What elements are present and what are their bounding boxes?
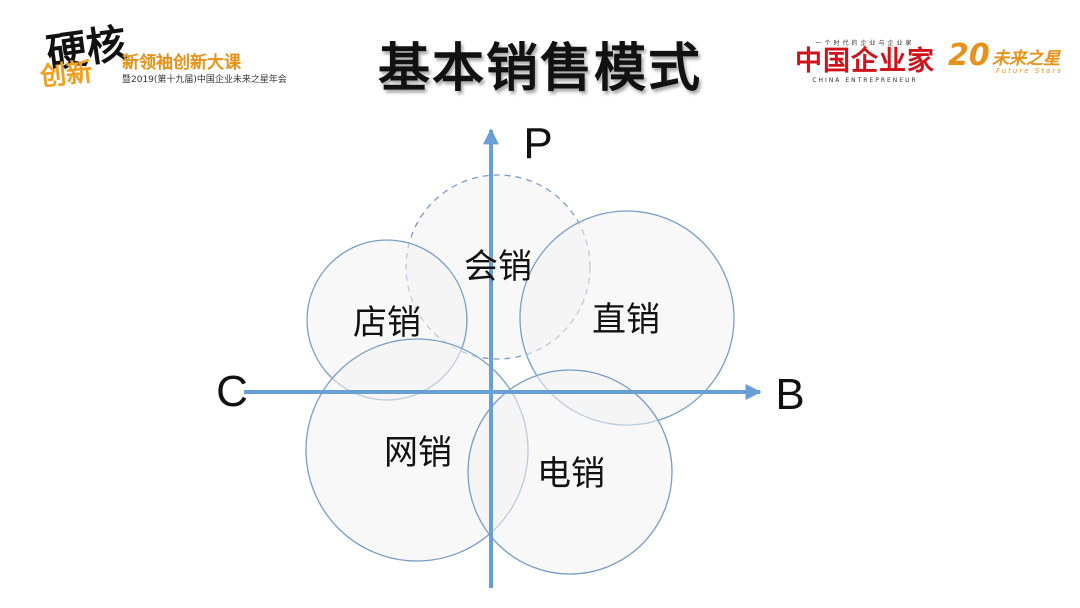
- logo-ce-tagline: 一个时代的企业与企业家: [815, 40, 915, 47]
- axis-label-left: C: [216, 367, 248, 416]
- logo-fs-number: 20: [948, 38, 990, 73]
- logo-ce-name: 中国企业家: [795, 46, 935, 77]
- zone-circle-phone-sales: [467, 369, 673, 575]
- logo-fs-english: Future Stars: [996, 67, 1063, 75]
- slide-title: 基本销售模式: [377, 39, 702, 99]
- zone-label-store-sales: 店销: [353, 303, 421, 343]
- axis-label-right: B: [775, 370, 804, 419]
- logo-china-entrepreneur: 一个时代的企业与企业家 中国企业家 CHINA ENTREPRENEUR: [790, 38, 940, 88]
- zone-label-direct-sales: 直销: [592, 300, 660, 340]
- logo-ce-english: CHINA ENTREPRENEUR: [812, 77, 918, 84]
- logo-event-subtitle: 暨2019(第十九届)中国企业未来之星年会: [122, 75, 287, 85]
- logo-future-stars: 20 未来之星 Future Stars: [948, 38, 1073, 82]
- zone-label-meeting-sales: 会销: [464, 247, 532, 287]
- zone-label-phone-sales: 电销: [537, 454, 605, 494]
- axis-label-up: P: [523, 119, 552, 168]
- logo-hardcore-innovation: 硬核 创新 新领袖创新大课 暨2019(第十九届)中国企业未来之星年会: [32, 16, 287, 96]
- logo-course-title: 新领袖创新大课: [122, 53, 241, 73]
- zone-label-online-sales: 网销: [384, 433, 452, 473]
- logo-fs-name: 未来之星: [992, 49, 1060, 69]
